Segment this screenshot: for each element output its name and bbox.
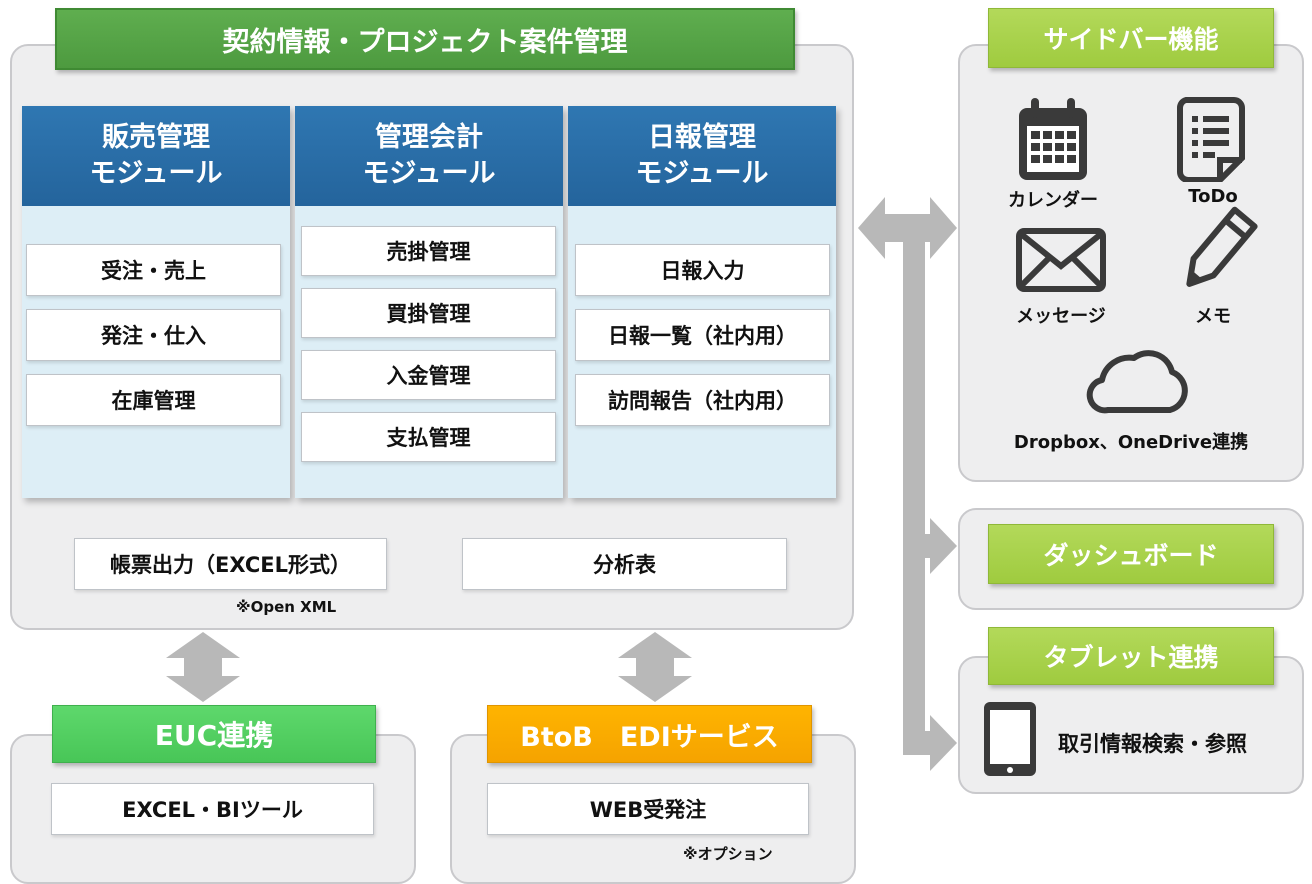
sidebar-item-label: Dropbox、OneDrive連携 [1013, 432, 1249, 453]
daily-report-module-header: 日報管理 モジュール [568, 106, 836, 206]
calendar-icon [1019, 98, 1087, 180]
module-item: 支払管理 [301, 412, 556, 462]
sidebar-item-label: メモ [1195, 306, 1231, 327]
module-item: 訪問報告（社内用） [575, 374, 830, 426]
module-title-line1: 販売管理 [102, 122, 210, 153]
euc-item: EXCEL・BIツール [51, 783, 374, 835]
sales-module-header: 販売管理 モジュール [22, 106, 290, 206]
dashboard-title: ダッシュボード [988, 524, 1274, 584]
tablet-arrow [903, 715, 957, 771]
report-output-box: 帳票出力（EXCEL形式） [74, 538, 387, 590]
euc-double-arrow [166, 632, 240, 702]
dashboard-arrow [925, 518, 957, 574]
module-item: 日報入力 [575, 244, 830, 296]
edi-double-arrow [618, 632, 692, 702]
sidebar-title: サイドバー機能 [988, 8, 1274, 68]
edi-title: BtoB EDIサービス [487, 705, 812, 763]
module-item: 発注・仕入 [26, 309, 281, 361]
module-title-line2: モジュール [635, 158, 769, 189]
sidebar-item-label: ToDo [1188, 186, 1238, 207]
tablet-icon [984, 702, 1036, 776]
pencil-icon [1186, 206, 1258, 287]
sales-module: 販売管理 モジュール 受注・売上 発注・仕入 在庫管理 [22, 106, 290, 498]
module-item: 売掛管理 [301, 226, 556, 276]
module-title-line2: モジュール [362, 158, 496, 189]
management-accounting-module-header: 管理会計 モジュール [295, 106, 563, 206]
sidebar-item-label: カレンダー [1008, 190, 1098, 211]
management-accounting-module: 管理会計 モジュール 売掛管理 買掛管理 入金管理 支払管理 [295, 106, 563, 498]
edi-item: WEB受発注 [487, 783, 809, 835]
module-item: 受注・売上 [26, 244, 281, 296]
module-title-line2: モジュール [89, 158, 223, 189]
edi-note: ※オプション [683, 845, 773, 863]
tablet-item: 取引情報検索・参照 [1058, 732, 1247, 756]
todo-icon [1177, 97, 1245, 182]
module-item: 買掛管理 [301, 288, 556, 338]
daily-report-module: 日報管理 モジュール 日報入力 日報一覧（社内用） 訪問報告（社内用） [568, 106, 836, 498]
sidebar-item-label: メッセージ [1016, 306, 1106, 327]
module-item: 入金管理 [301, 350, 556, 400]
module-title-line1: 管理会計 [375, 122, 483, 153]
cloud-icon [1086, 350, 1188, 414]
tablet-title: タブレット連携 [988, 627, 1274, 685]
report-output-note: ※Open XML [236, 598, 337, 616]
main-title: 契約情報・プロジェクト案件管理 [55, 8, 795, 70]
analysis-box: 分析表 [462, 538, 787, 590]
module-item: 日報一覧（社内用） [575, 309, 830, 361]
mail-icon [1016, 228, 1106, 292]
euc-title: EUC連携 [52, 705, 376, 763]
vertical-connector [903, 214, 925, 742]
module-title-line1: 日報管理 [648, 122, 756, 153]
module-item: 在庫管理 [26, 374, 281, 426]
